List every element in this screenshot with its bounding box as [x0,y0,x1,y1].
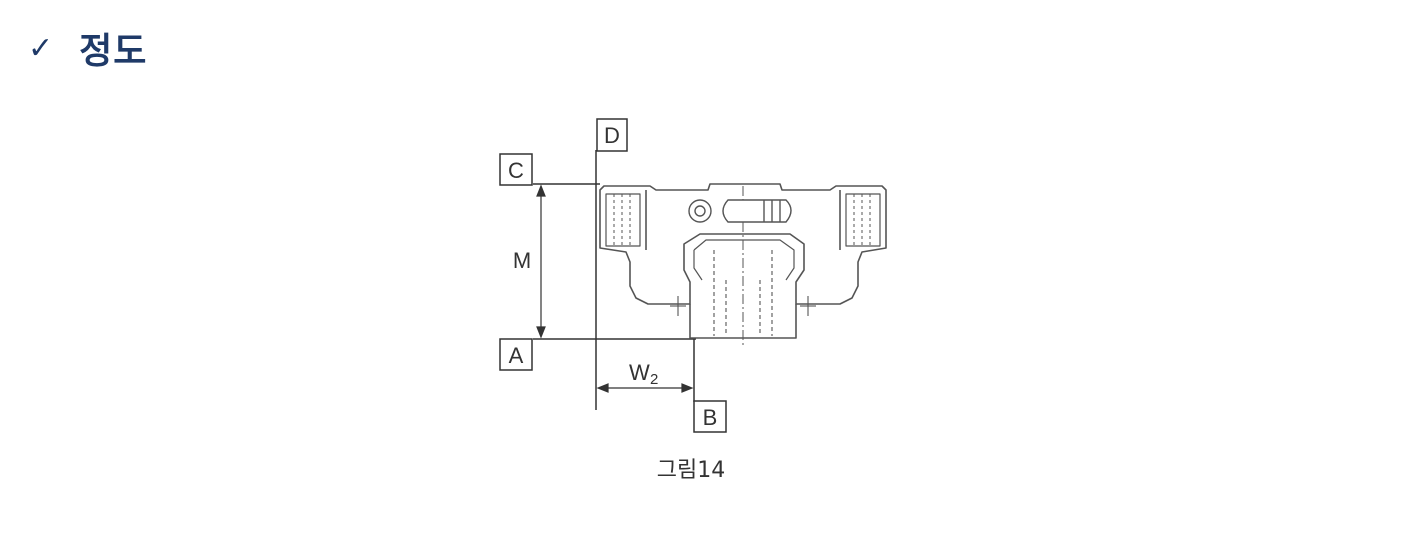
grease-nipple [688,199,792,223]
screw-marks [670,296,816,316]
label-a: A [509,343,524,368]
label-w2: W 2 [629,360,658,388]
reference-box-b: B [693,400,727,433]
dimension-w2 [596,383,694,393]
section-title: 정도 [79,31,148,72]
reference-lines [533,150,696,410]
check-icon: ✓ [28,30,54,66]
figure-caption: 그림14 [656,458,726,483]
dimension-m [536,184,546,339]
label-m: M [513,248,531,273]
reference-box-d: D [596,118,628,152]
label-b: B [703,405,718,430]
label-w2-subscript: 2 [650,371,658,388]
label-d: D [604,123,620,148]
section-heading: ✓ 정도 [28,22,147,74]
label-w2-main: W [629,360,650,385]
reference-box-c: C [499,153,533,186]
reference-box-a: A [499,338,533,371]
rail-hidden-lines [713,250,773,336]
label-c: C [508,158,524,183]
